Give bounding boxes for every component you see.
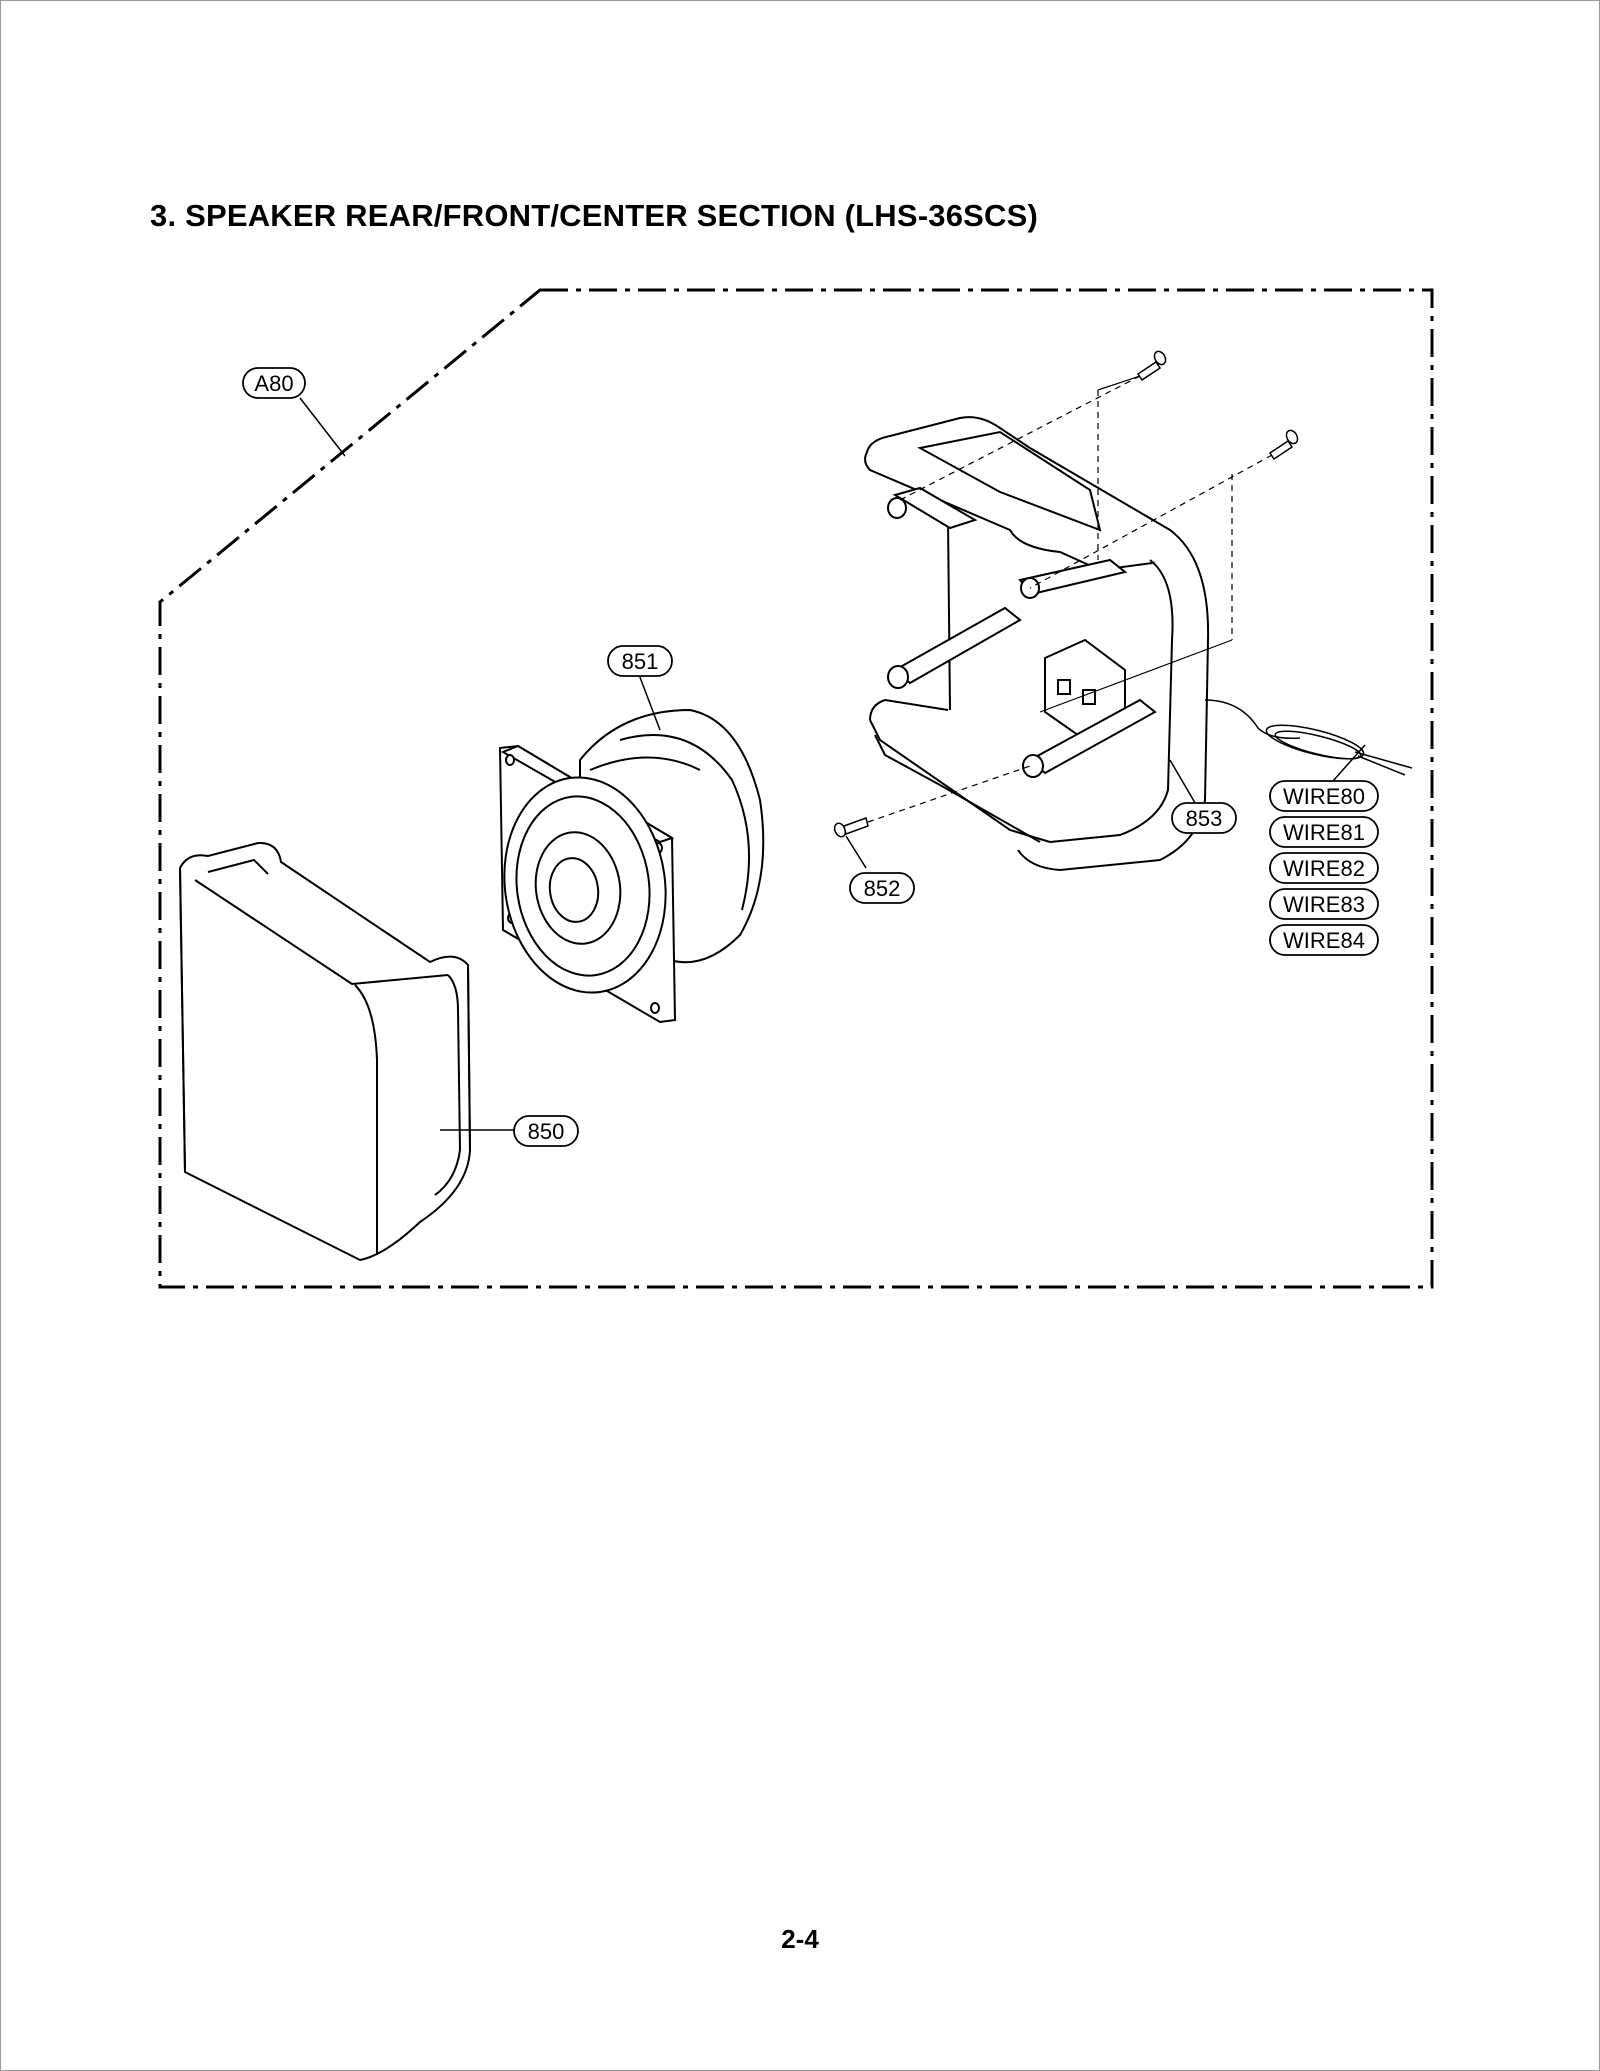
callout-wire83-label: WIRE83: [1283, 892, 1365, 917]
callout-wire83: WIRE83: [1269, 888, 1379, 920]
screw-top-1: [1136, 350, 1167, 382]
callout-wire80: WIRE80: [1269, 780, 1379, 812]
callout-wire84-label: WIRE84: [1283, 928, 1365, 953]
callout-853-leader: [1169, 759, 1199, 809]
callout-853-label: 853: [1186, 806, 1223, 831]
callout-wire81-label: WIRE81: [1283, 820, 1365, 845]
screw-top-2: [1268, 429, 1299, 461]
callout-850: 850: [513, 1115, 579, 1147]
wire-bundle: [1204, 699, 1413, 776]
callout-wire80-label: WIRE80: [1283, 784, 1365, 809]
callout-a80-label: A80: [254, 371, 293, 396]
callout-850-label: 850: [528, 1119, 565, 1144]
page-number: 2-4: [781, 1924, 819, 1954]
page-title: 3. SPEAKER REAR/FRONT/CENTER SECTION (LH…: [150, 198, 1039, 233]
callout-853: 853: [1171, 802, 1237, 834]
callout-wire81: WIRE81: [1269, 816, 1379, 848]
assembly-guide-lines: [867, 375, 1273, 823]
callout-wire82-label: WIRE82: [1283, 856, 1365, 881]
callout-852: 852: [849, 872, 915, 904]
part-850-grille-cover: [178, 841, 472, 1262]
callout-852-leader: [845, 835, 867, 869]
assembly-guide-lines-solid: [1039, 375, 1233, 713]
callout-851-label: 851: [622, 649, 659, 674]
callout-851-leader: [637, 671, 661, 731]
callout-a80: A80: [242, 367, 306, 399]
part-851-speaker-driver: [498, 708, 765, 1024]
callout-wire82: WIRE82: [1269, 852, 1379, 884]
part-853-enclosure: [864, 416, 1210, 872]
callout-852-label: 852: [864, 876, 901, 901]
callout-wire84: WIRE84: [1269, 924, 1379, 956]
assembly-boundary: [158, 288, 1434, 1289]
callout-851: 851: [607, 645, 673, 677]
part-852-screw-front: [833, 817, 869, 838]
callout-a80-leader: [299, 397, 346, 457]
